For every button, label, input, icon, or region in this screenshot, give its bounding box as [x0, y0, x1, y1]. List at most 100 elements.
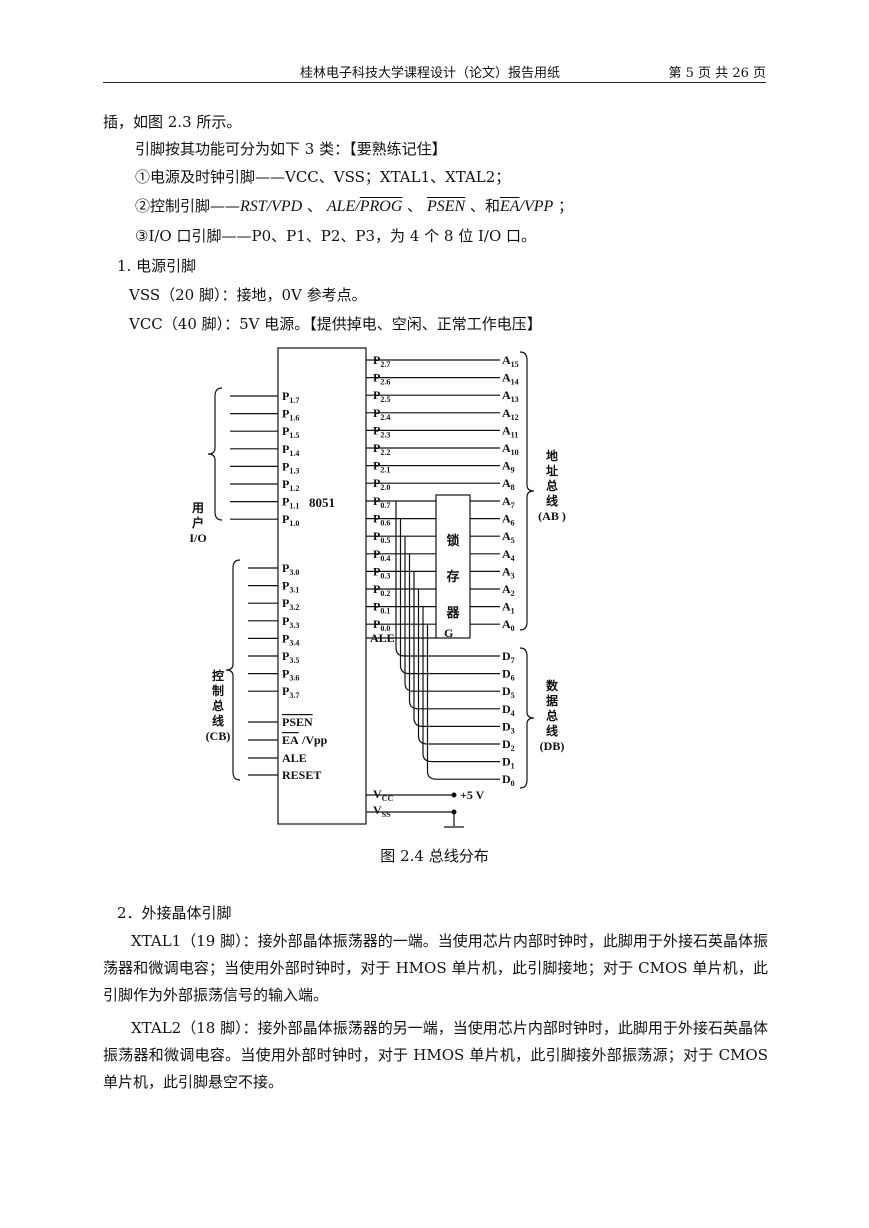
p1-pin-label-2: P1.5: [282, 424, 299, 440]
p3-pin-label-2: P3.2: [282, 596, 299, 612]
p2-pin-label-7: P2.0: [373, 476, 390, 492]
addr-hi-label-4: A11: [502, 423, 518, 439]
p0-pin-label-4: P0.3: [373, 564, 390, 580]
addr-hi-label-5: A10: [502, 441, 519, 457]
ctrl-pin-ea: EA: [282, 733, 299, 747]
bus-distribution-diagram: 8051P1.7P1.6P1.5P1.4P1.3P1.2P1.1P1.0用户I/…: [189, 347, 566, 828]
p1-pin-label-1: P1.6: [282, 407, 299, 423]
p3-pin-label-6: P3.6: [282, 667, 299, 683]
p2-pin-label-0: P2.7: [373, 353, 390, 369]
p1-pin-label-6: P1.1: [282, 495, 299, 511]
plus5v-label: +5 V: [460, 788, 485, 802]
text-line-4: ②控制引脚——RST/VPD 、 ALE/PROG 、 PSEN 、和EA/VP…: [135, 196, 573, 217]
text-vss: VSS（20 脚）：接地，0V 参考点。: [129, 286, 367, 304]
p3-pin-label-7: P3.7: [282, 684, 299, 700]
label-db-1: 据: [546, 693, 558, 708]
p3-pin-label-5: P3.5: [282, 649, 299, 665]
addr-lo-label-1: A6: [502, 512, 515, 528]
text-vcc: VCC（40 脚）：5V 电源。【提供掉电、空闲、正常工作电压】: [129, 315, 542, 333]
text-line-1: 插，如图 2.3 所示。: [103, 113, 242, 131]
ctrl-pin-vpp: /Vpp: [301, 733, 328, 747]
label-db-3: 线: [546, 723, 558, 738]
data-label-1: D6: [502, 667, 515, 683]
p2-pin-label-3: P2.4: [373, 406, 390, 422]
p3-pin-label-0: P3.0: [282, 561, 299, 577]
label-ab-2: 总: [546, 478, 558, 493]
ctrl-pin-psen: PSEN: [282, 715, 313, 729]
addr-hi-label-6: A9: [502, 459, 515, 475]
addr-hi-label-3: A12: [502, 406, 519, 422]
data-branch-6: [422, 606, 500, 763]
ctrl-psen: PSEN: [426, 198, 466, 215]
addr-hi-label-0: A15: [502, 353, 519, 369]
label-db-0: 数: [546, 678, 559, 693]
p2-pin-label-5: P2.2: [373, 441, 390, 457]
label-ab-0: 地: [546, 448, 558, 463]
p1-pin-label-3: P1.4: [282, 442, 299, 458]
label-user-io-1: 户: [192, 515, 204, 530]
p2-pin-label-1: P2.6: [373, 371, 390, 387]
data-label-0: D7: [502, 649, 515, 665]
ctrl-pin-reset: RESET: [282, 768, 321, 782]
ctrl-ale: ALE: [326, 198, 356, 215]
p0-pin-label-2: P0.5: [373, 529, 390, 545]
p0-pin-label-6: P0.1: [373, 600, 390, 616]
data-label-3: D4: [502, 702, 515, 718]
ctrl-sep-2: 、: [407, 197, 423, 215]
p3-pin-label-4: P3.4: [282, 631, 299, 647]
ale-right-label: ALE: [370, 631, 395, 645]
ctrl-prefix: ②控制引脚——: [135, 197, 241, 215]
p0-pin-label-1: P0.6: [373, 512, 390, 528]
data-label-4: D3: [502, 719, 515, 735]
latch-box: [435, 494, 471, 639]
ctrl-end: ；: [558, 197, 574, 215]
paragraph-xtal1: XTAL1（19 脚）：接外部晶体振荡器的一端。当使用芯片内部时钟时，此脚用于外…: [103, 932, 768, 1004]
vss-dot: [451, 809, 457, 815]
addr-hi-label-7: A8: [502, 476, 515, 492]
section-crystal-pins: 2．外接晶体引脚: [117, 904, 232, 922]
latch-label-1: 存: [446, 569, 459, 584]
db-brace: [519, 647, 535, 789]
label-ab-4: (AB ): [538, 509, 566, 523]
p1-pin-label-7: P1.0: [282, 512, 299, 528]
label-cb-3: 线: [212, 713, 224, 728]
label-user-io-0: 用: [191, 501, 204, 515]
label-cb-1: 制: [212, 683, 224, 698]
addr-lo-label-7: A0: [502, 617, 515, 633]
text-line-2: 引脚按其功能可分为如下 3 类：【要熟练记住】: [135, 140, 447, 158]
ctrl-vpd: /VPD: [266, 198, 303, 215]
p0-pin-label-7: P0.0: [373, 617, 390, 633]
page-header: 桂林电子科技大学课程设计（论文）报告用纸 第 5 页 共 26 页: [103, 62, 766, 83]
vcc-pin-label: VCC: [373, 787, 393, 803]
addr-hi-label-1: A14: [502, 371, 519, 387]
vcc-dot: [451, 792, 457, 798]
ctrl-ea: EA: [499, 198, 520, 215]
p2-pin-label-4: P2.3: [373, 423, 390, 439]
data-label-2: D5: [502, 684, 515, 700]
label-user-io-2: I/O: [189, 531, 206, 545]
addr-lo-label-2: A5: [502, 529, 515, 545]
addr-lo-label-0: A7: [502, 494, 515, 510]
data-label-6: D1: [502, 755, 515, 771]
data-branch-7: [426, 624, 500, 780]
label-cb-2: 总: [212, 698, 224, 713]
p1-pin-label-4: P1.3: [282, 459, 299, 475]
p0-pin-label-3: P0.4: [373, 547, 390, 563]
cb-brace: [225, 559, 241, 781]
addr-lo-label-4: A3: [502, 564, 515, 580]
vss-pin-label: VSS: [373, 803, 391, 819]
latch-label-0: 锁: [446, 533, 459, 548]
p1-pin-label-5: P1.2: [282, 477, 299, 493]
ctrl-rst: RST: [240, 198, 267, 215]
p0-pin-label-5: P0.2: [373, 582, 390, 598]
header-page-number: 第 5 页 共 26 页: [668, 66, 766, 81]
label-db-2: 总: [546, 708, 558, 723]
p2-pin-label-2: P2.5: [373, 388, 390, 404]
label-ab-3: 线: [546, 493, 558, 508]
addr-lo-label-6: A1: [502, 600, 515, 616]
ctrl-prog: PROG: [359, 198, 403, 215]
user-io-brace: [207, 387, 223, 521]
figure-caption: 图 2.4 总线分布: [380, 847, 489, 865]
text-line-5: ③I/O 口引脚——P0、P1、P2、P3，为 4 个 8 位 I/O 口。: [135, 227, 537, 245]
ctrl-slash: /: [355, 198, 360, 215]
